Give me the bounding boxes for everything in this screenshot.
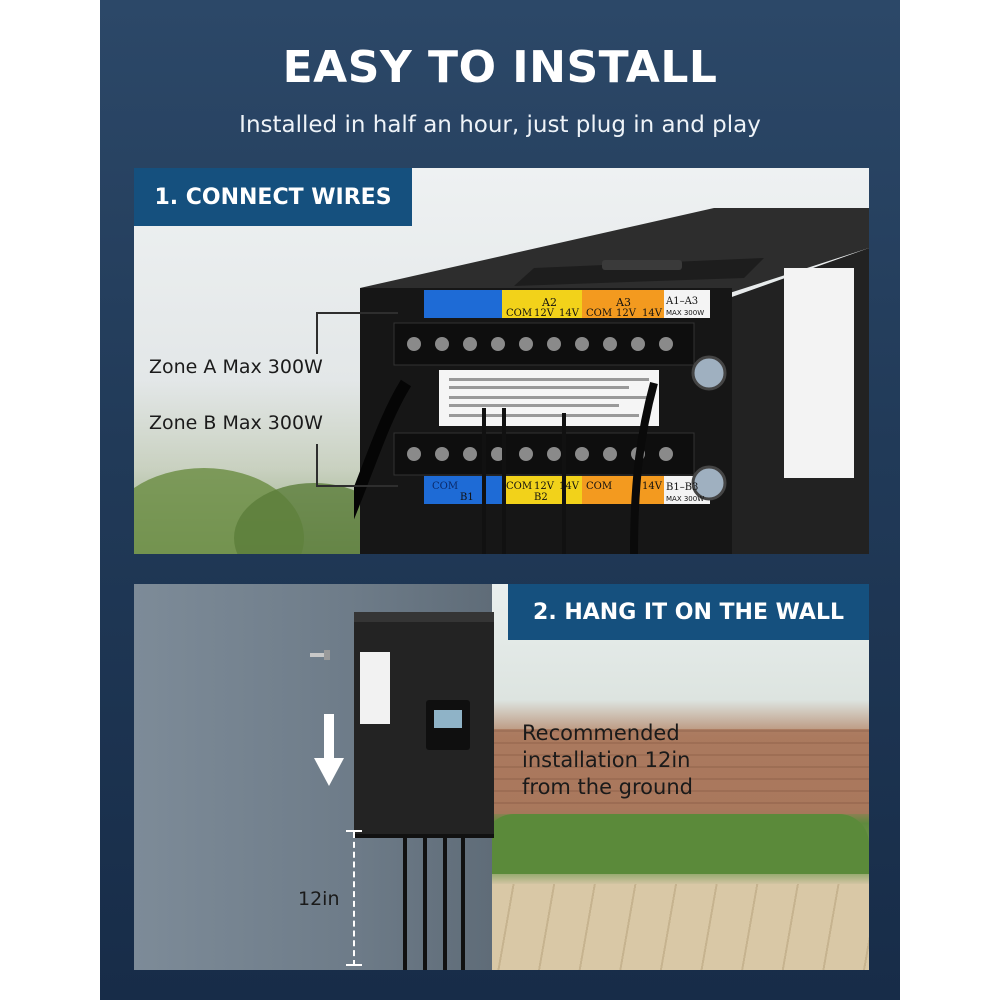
page-title: EASY TO INSTALL (282, 42, 718, 93)
terminal-label-com: COM (506, 481, 532, 492)
zone-b-bracket (316, 444, 318, 486)
page-subtitle: Installed in half an hour, just plug in … (239, 112, 761, 138)
terminal-label-14v: 14V (559, 308, 580, 319)
terminal-label-com: COM (432, 481, 458, 492)
terminal-label-b-range: B1–B3 (666, 482, 698, 493)
terminal-label-max: MAX 300W (666, 309, 704, 317)
terminal-label-14v: 14V (559, 481, 580, 492)
measurement-cap-bottom (346, 964, 362, 966)
terminal-label-com: COM (586, 308, 612, 319)
arrow-down-icon (314, 714, 344, 786)
measurement-label: 12in (298, 888, 340, 910)
brick-wall-image (474, 729, 869, 814)
hedge-image (484, 814, 869, 874)
terminal-label-a2: A2 (541, 296, 557, 309)
zone-b-label: Zone B Max 300W (149, 412, 323, 434)
terminal-label-12v: 12V (616, 308, 637, 319)
screw-icon (310, 650, 330, 660)
terminal-label-b1: B1 (460, 492, 474, 503)
terminal-label-max: MAX 300W (666, 495, 704, 503)
install-infographic: EASY TO INSTALL Installed in half an hou… (100, 0, 900, 1000)
terminal-label-12v: 12V (534, 481, 555, 492)
zone-a-bracket (316, 312, 322, 354)
zone-a-line (316, 312, 398, 314)
transformer-terminal-view: A2 A3 COM 12V 14V COM 12V 14V A1–A3 MAX … (354, 208, 869, 554)
terminal-label-a3: A3 (615, 296, 631, 309)
transformer-hanging-image (354, 612, 494, 970)
connect-wires-panel: 1. CONNECT WIRES (134, 168, 869, 554)
paving-image (474, 884, 869, 970)
hang-on-wall-panel: 2. HANG IT ON THE WALL 12in (134, 584, 869, 970)
terminal-label-12v: 12V (534, 308, 555, 319)
recommendation-line: from the ground (522, 775, 693, 799)
recommendation-line: installation 12in (522, 748, 691, 772)
terminal-label-14v: 14V (642, 481, 663, 492)
terminal-label-a-range: A1–A3 (665, 296, 698, 307)
measurement-cap-top (346, 830, 362, 832)
step-2-tab: 2. HANG IT ON THE WALL (508, 584, 869, 640)
installation-recommendation: Recommended installation 12in from the g… (522, 720, 693, 801)
step-1-tab: 1. CONNECT WIRES (134, 168, 412, 226)
zone-b-line (316, 485, 398, 487)
terminal-label-com: COM (506, 308, 532, 319)
measurement-line (353, 832, 355, 966)
terminal-label-b2: B2 (534, 492, 548, 503)
recommendation-line: Recommended (522, 721, 680, 745)
zone-a-label: Zone A Max 300W (149, 356, 323, 378)
terminal-label-com: COM (586, 481, 612, 492)
terminal-label-14v: 14V (642, 308, 663, 319)
